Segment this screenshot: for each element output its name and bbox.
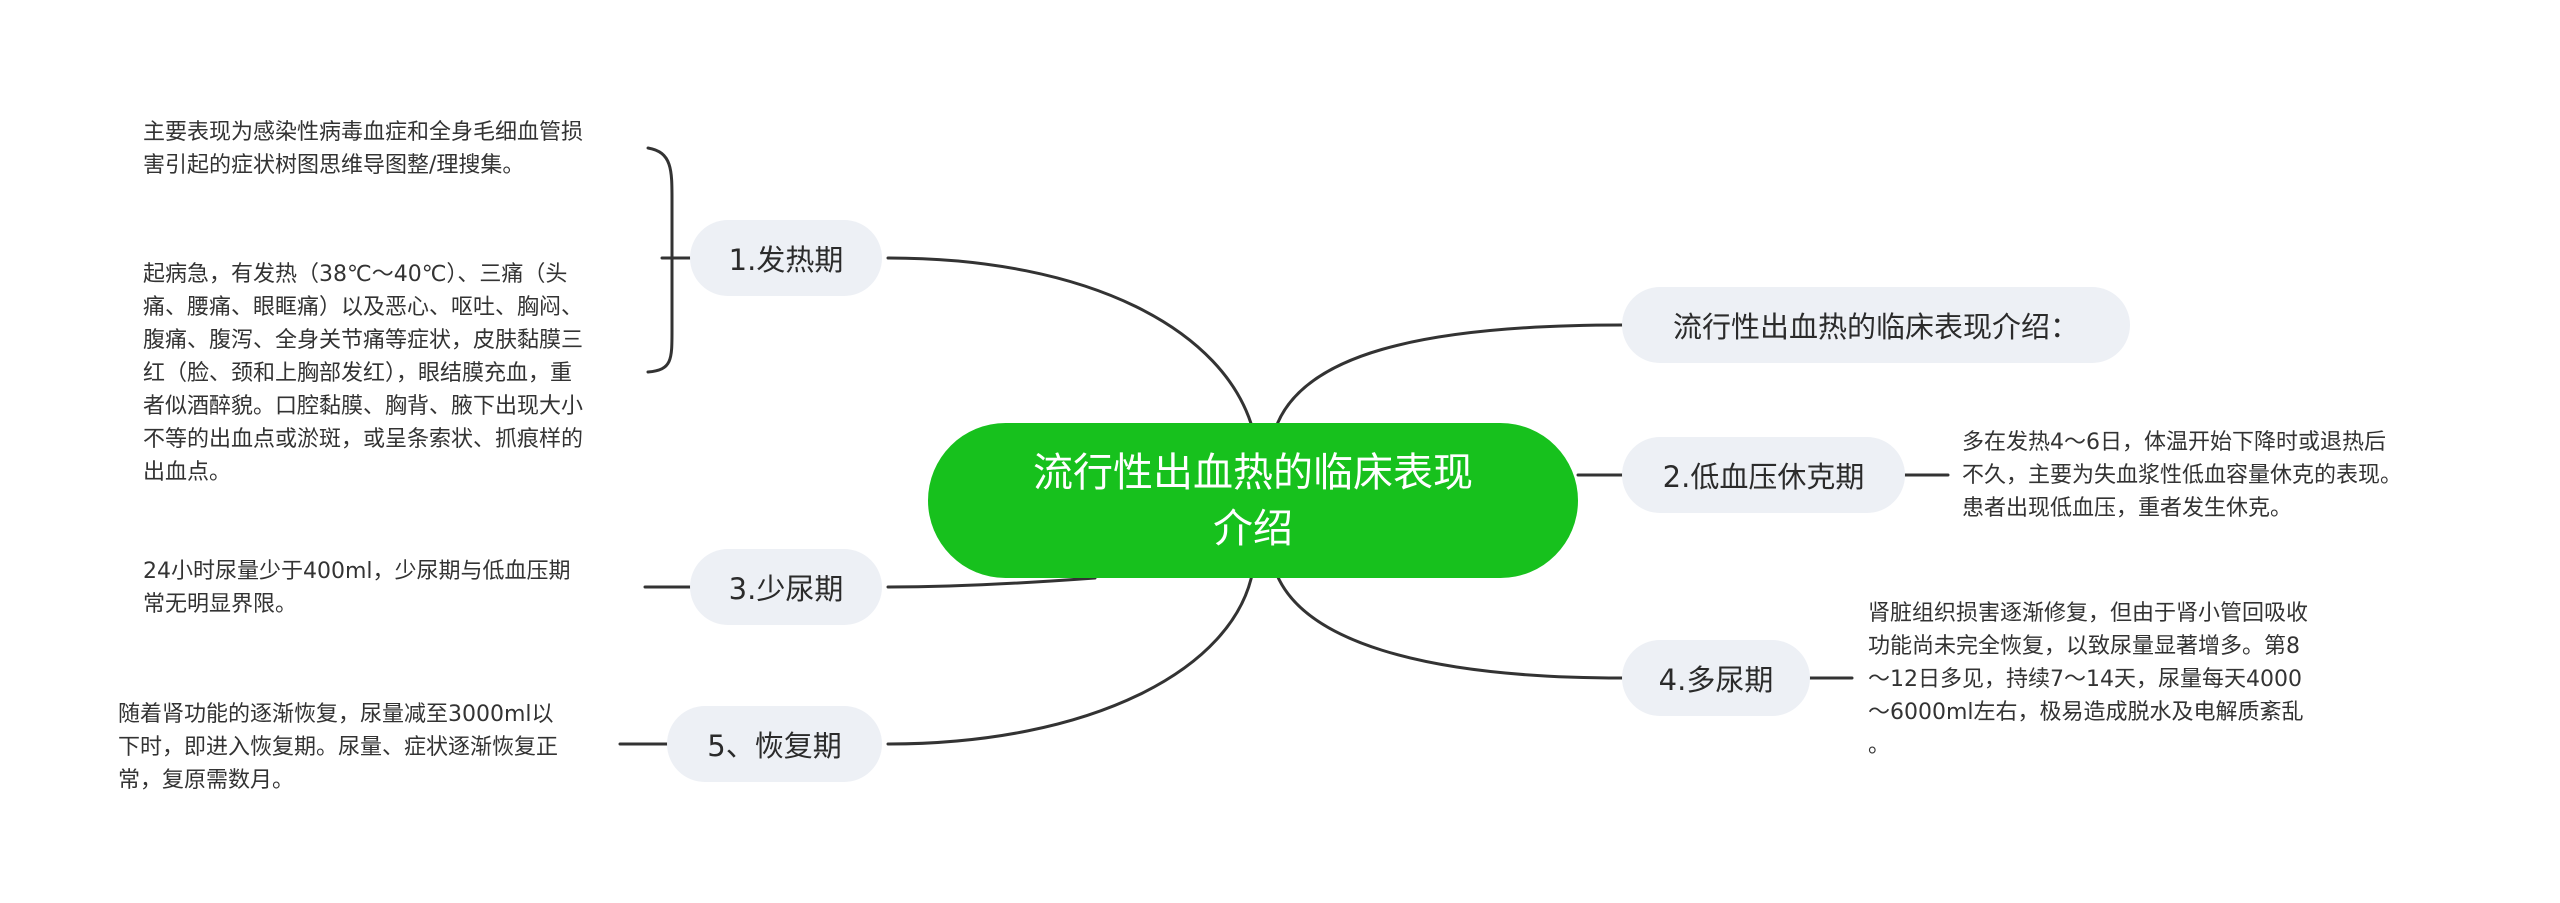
- root-topic-label: 流行性出血热的临床表现介绍: [1033, 449, 1473, 552]
- connector-root-to-intro: [1273, 323, 1624, 432]
- connector-fever-note-bracket: [646, 146, 674, 374]
- branch-fever-stage[interactable]: 1.发热期: [690, 220, 882, 296]
- branch-recovery-stage[interactable]: 5、恢复期: [667, 706, 882, 782]
- branch-oliguric-stage-label: 3.少尿期: [728, 572, 844, 606]
- note-oliguric: 24小时尿量少于400ml，少尿期与低血压期 常无明显界限。: [143, 559, 571, 617]
- connector-root-to-recovery: [886, 568, 1255, 746]
- note-shock: 多在发热4～6日，体温开始下降时或退热后 不久，主要为失血浆性低血容量休克的表现…: [1962, 430, 2403, 521]
- note-fever-main: 主要表现为感染性病毒血症和全身毛细血管损 害引起的症状树图思维导图整/理搜集。: [143, 120, 584, 178]
- note-polyuric: 肾脏组织损害逐渐修复，但由于肾小管回吸收 功能尚未完全恢复，以致尿量显著增多。第…: [1868, 601, 2309, 758]
- branch-oliguric-stage[interactable]: 3.少尿期: [690, 549, 882, 625]
- branch-recovery-stage-label: 5、恢复期: [707, 729, 842, 763]
- branch-shock-stage[interactable]: 2.低血压休克期: [1622, 437, 1905, 513]
- branch-intro-label: 流行性出血热的临床表现介绍：: [1672, 310, 2079, 344]
- note-fever-symptoms: 起病急，有发热（38℃～40℃）、三痛（头 痛、腰痛、眼眶痛）以及恶心、呕吐、胸…: [143, 262, 584, 485]
- branch-intro[interactable]: 流行性出血热的临床表现介绍：: [1622, 287, 2130, 363]
- branch-polyuric-stage[interactable]: 4.多尿期: [1622, 640, 1810, 716]
- branch-polyuric-stage-label: 4.多尿期: [1658, 663, 1774, 697]
- connector-root-to-fever: [886, 256, 1255, 432]
- branch-shock-stage-label: 2.低血压休克期: [1662, 460, 1865, 494]
- note-recovery: 随着肾功能的逐渐恢复，尿量减至3000ml以 下时，即进入恢复期。尿量、症状逐渐…: [118, 702, 559, 793]
- branch-fever-stage-label: 1.发热期: [728, 243, 844, 277]
- connector-root-to-oliguric: [886, 576, 1097, 589]
- connector-root-to-polyuric: [1273, 568, 1624, 680]
- root-topic[interactable]: 流行性出血热的临床表现介绍: [928, 423, 1578, 578]
